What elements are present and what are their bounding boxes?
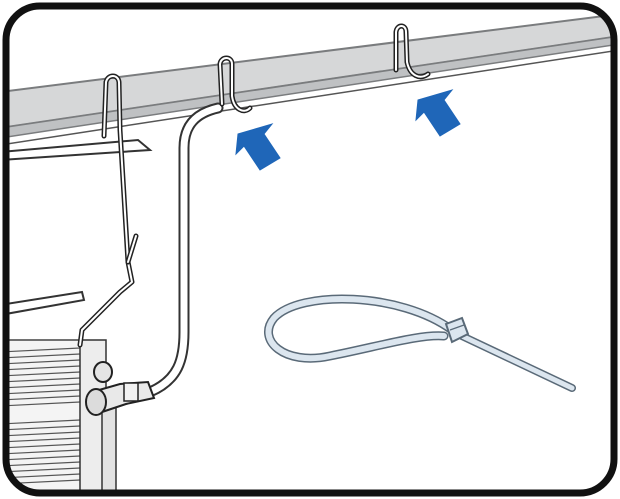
frame-background — [6, 6, 614, 493]
scene — [6, 12, 614, 493]
cable-connector — [85, 361, 156, 416]
wire-hanger-middle — [217, 55, 253, 114]
wire-hanger-left — [77, 73, 139, 348]
arrow-up-left-icon — [235, 123, 281, 171]
zip-tie-icon — [264, 294, 576, 392]
arrow-up-left-icon — [415, 89, 461, 137]
radiator-fins — [6, 339, 117, 493]
wire-hanger-right — [393, 23, 431, 80]
rack-rail — [6, 138, 153, 316]
cable — [144, 102, 224, 398]
